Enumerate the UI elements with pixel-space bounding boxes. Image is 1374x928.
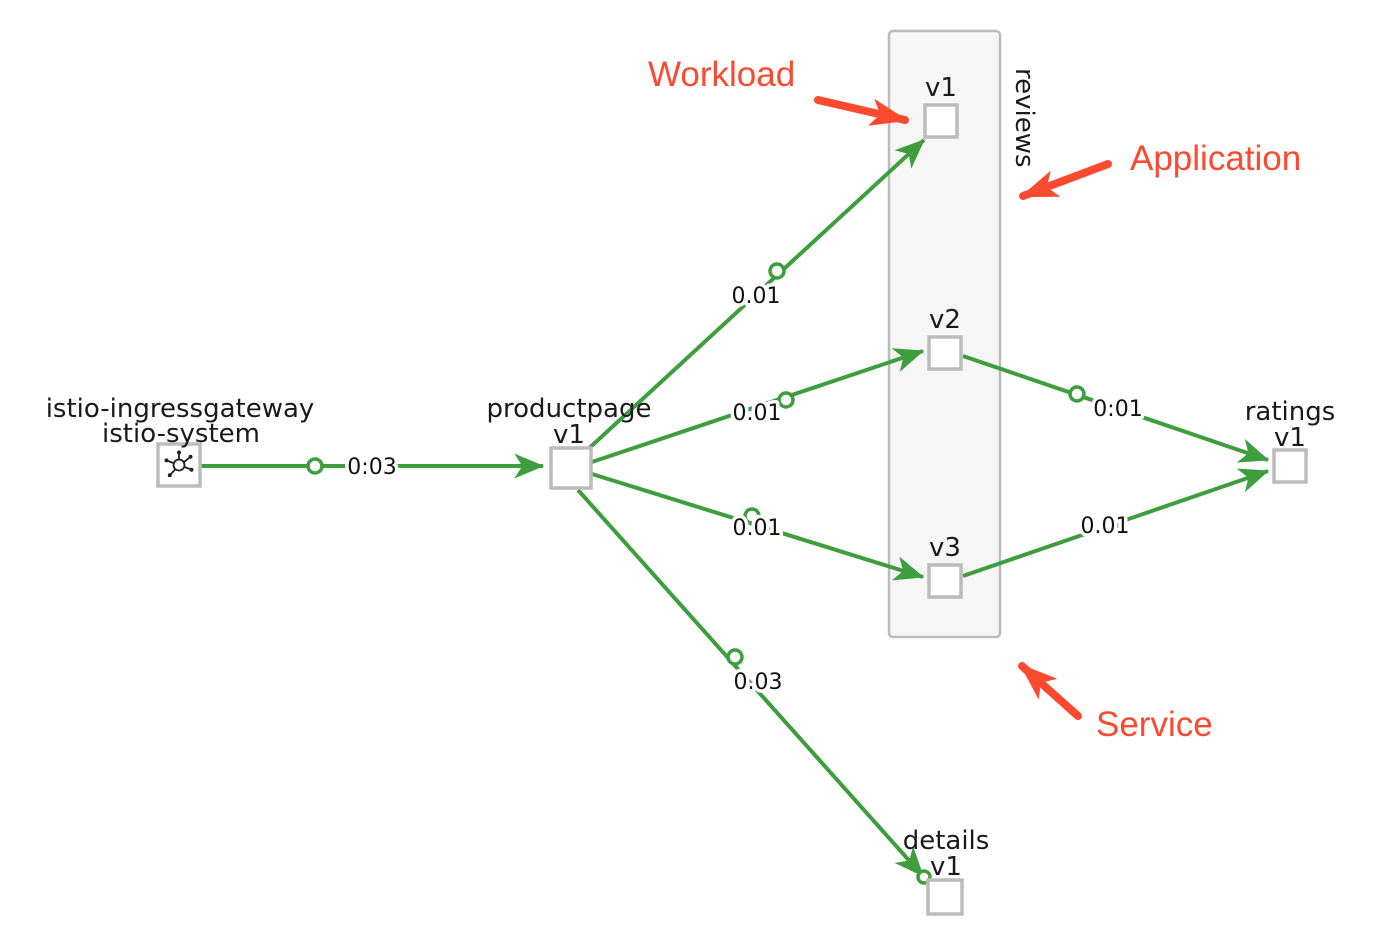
mesh-gateway-icon (164, 450, 194, 478)
node-reviews-v2[interactable] (927, 335, 963, 371)
annotation-service-label: Service (1096, 705, 1213, 744)
annotation-workload-label: Workload (648, 55, 795, 94)
edge-label: 0.01 (1081, 514, 1130, 539)
edge-reviews-v2-to-ratings[interactable] (962, 354, 1270, 463)
node-productpage-v1[interactable] (549, 446, 593, 490)
edge-label: 0.01 (733, 401, 782, 426)
edge-productpage-to-reviews-v1[interactable] (583, 138, 926, 454)
node-reviews-v1[interactable] (923, 103, 959, 139)
edge-circle-icon (306, 457, 324, 475)
annotation-workload-arrow-icon (814, 96, 909, 126)
edge-label: 0:01 (1093, 397, 1142, 422)
node-reviews-v3[interactable] (927, 563, 963, 599)
annotation-application-label: Application (1130, 139, 1301, 178)
edges (200, 138, 1270, 878)
edge-label: 0.03 (734, 670, 783, 695)
edge-labels: 0:03 0.01 0.01 0.01 0.03 0:01 0.01 (344, 281, 1146, 699)
application-box-label: reviews (1009, 68, 1039, 168)
node-label-reviews-v3: v3 (929, 533, 961, 563)
edge-circle-icon (1103, 515, 1121, 533)
edge-productpage-to-details[interactable] (576, 488, 925, 878)
edge-circle-icon (768, 262, 786, 280)
application-box-reviews[interactable] (887, 29, 1002, 639)
annotation-service-arrow-icon (1018, 662, 1082, 720)
edge-productpage-to-reviews-v2[interactable] (591, 348, 925, 464)
node-istio-ingressgateway[interactable] (156, 442, 202, 488)
node-label-details-version: v1 (930, 852, 962, 882)
node-label-details: details (903, 826, 990, 856)
edge-circle-icon (1068, 385, 1086, 403)
node-ratings-v1[interactable] (1272, 448, 1308, 484)
edge-markers (306, 262, 1121, 885)
annotation-application-arrow-icon (1019, 160, 1112, 200)
edge-circle-icon (726, 648, 744, 666)
edge-label: 0:03 (347, 455, 396, 480)
edge-label: 0.01 (732, 284, 781, 309)
node-label-productpage-version: v1 (553, 420, 585, 450)
node-label-ratings: ratings (1245, 397, 1336, 427)
node-details-v1[interactable] (926, 878, 964, 916)
edge-productpage-to-reviews-v3[interactable] (591, 472, 925, 581)
node-label-productpage: productpage (487, 394, 652, 424)
node-label-reviews-v2: v2 (929, 305, 961, 335)
node-label-gateway-namespace: istio-system (102, 419, 260, 449)
edge-circle-icon (777, 391, 795, 409)
annotations: Workload Application Service (648, 55, 1301, 744)
edge-circle-icon (743, 507, 761, 525)
edge-label: 0.01 (733, 516, 782, 541)
node-label-ratings-version: v1 (1274, 423, 1306, 453)
nodes: istio-ingressgateway istio-system produc… (46, 73, 1336, 916)
node-label-gateway-name: istio-ingressgateway (46, 394, 315, 424)
node-label-reviews-v1: v1 (925, 73, 957, 103)
